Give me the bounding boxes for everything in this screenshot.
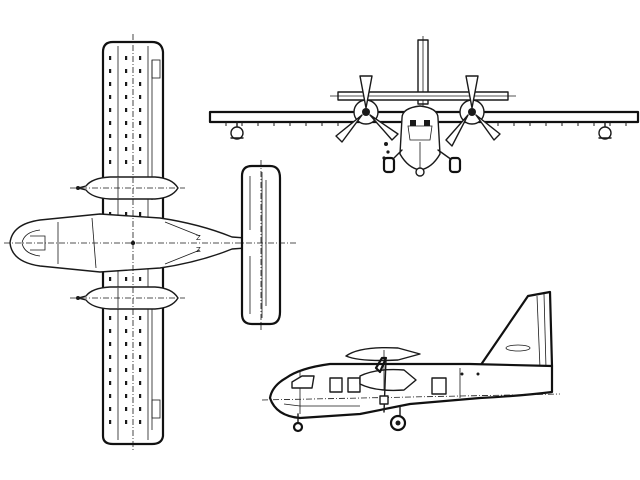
wing-rivet-mark <box>139 407 142 411</box>
wing-rivet-mark <box>125 381 128 385</box>
front-view-landing-gear <box>382 142 462 177</box>
side-view-fuselage <box>261 362 561 420</box>
wing-rivet-mark <box>109 316 112 320</box>
wing-rivet-mark <box>125 420 128 424</box>
wing-rivet-mark <box>139 316 142 320</box>
wing-rivet-mark <box>109 82 112 86</box>
wing-rivet-mark <box>125 342 128 346</box>
wing-rivet-mark <box>125 95 128 99</box>
wing-rivet-mark <box>139 82 142 86</box>
wing-rivet-mark <box>139 134 142 138</box>
wing-rivet-mark <box>125 212 128 216</box>
wing-rivet-mark <box>109 108 112 112</box>
wing-rivet-mark <box>139 95 142 99</box>
wing-rivet-mark <box>139 420 142 424</box>
side-view <box>261 290 561 433</box>
top-view-nacelle-right <box>70 286 185 310</box>
wing-rivet-mark <box>139 342 142 346</box>
front-view-fuselage <box>399 105 441 171</box>
wing-rivet-mark <box>109 407 112 411</box>
wing-rivet-mark <box>125 394 128 398</box>
wing-rivet-mark <box>139 381 142 385</box>
svg-text:Z: Z <box>196 234 201 242</box>
wing-rivet-mark <box>139 69 142 73</box>
wing-rivet-mark <box>139 108 142 112</box>
wing-rivet-mark <box>109 69 112 73</box>
wing-rivet-mark <box>139 394 142 398</box>
wing-rivet-mark <box>139 368 142 372</box>
wing-rivet-mark <box>139 121 142 125</box>
wing-rivet-mark <box>109 147 112 151</box>
wing-rivet-mark <box>109 134 112 138</box>
wing-rivet-mark <box>125 69 128 73</box>
wing-rivet-mark <box>109 121 112 125</box>
side-view-landing-gear <box>292 405 407 433</box>
wing-rivet-mark <box>125 147 128 151</box>
front-view-tailplane <box>330 91 516 101</box>
front-view-engine-right <box>445 75 501 147</box>
wing-rivet-mark <box>125 329 128 333</box>
wing-rivet-mark <box>125 56 128 60</box>
svg-text:Z: Z <box>196 246 201 254</box>
wing-rivet-mark <box>109 56 112 60</box>
wing-rivet-mark <box>125 277 128 281</box>
wing-rivet-mark <box>109 342 112 346</box>
wing-rivet-mark <box>139 329 142 333</box>
wing-rivet-mark <box>109 420 112 424</box>
wing-rivet-mark <box>125 108 128 112</box>
wing-rivet-mark <box>139 160 142 164</box>
front-view-float-left <box>230 121 244 140</box>
wing-rivet-mark <box>109 381 112 385</box>
wing-rivet-mark <box>139 56 142 60</box>
front-view <box>208 36 640 177</box>
wing-rivet-mark <box>139 212 142 216</box>
wing-rivet-mark <box>125 134 128 138</box>
wing-rivet-mark <box>125 368 128 372</box>
side-view-engine <box>345 346 421 413</box>
wing-rivet-mark <box>125 82 128 86</box>
wing-rivet-mark <box>125 355 128 359</box>
wing-rivet-mark <box>109 160 112 164</box>
wing-rivet-mark <box>109 394 112 398</box>
top-view: Z Z <box>4 34 296 452</box>
front-view-engine-left <box>335 75 399 143</box>
wing-rivet-mark <box>125 160 128 164</box>
wing-rivet-mark <box>109 277 112 281</box>
wing-rivet-mark <box>125 316 128 320</box>
side-view-fin <box>474 290 554 374</box>
wing-rivet-mark <box>125 121 128 125</box>
front-view-float-right <box>598 121 612 140</box>
wing-rivet-mark <box>139 355 142 359</box>
wing-rivet-mark <box>109 329 112 333</box>
wing-rivet-mark <box>109 368 112 372</box>
wing-rivet-mark <box>139 147 142 151</box>
wing-rivet-mark <box>109 355 112 359</box>
wing-rivet-mark <box>125 407 128 411</box>
top-view-nacelle-left <box>70 176 185 200</box>
wing-rivet-mark <box>109 95 112 99</box>
wing-rivet-mark <box>139 277 142 281</box>
